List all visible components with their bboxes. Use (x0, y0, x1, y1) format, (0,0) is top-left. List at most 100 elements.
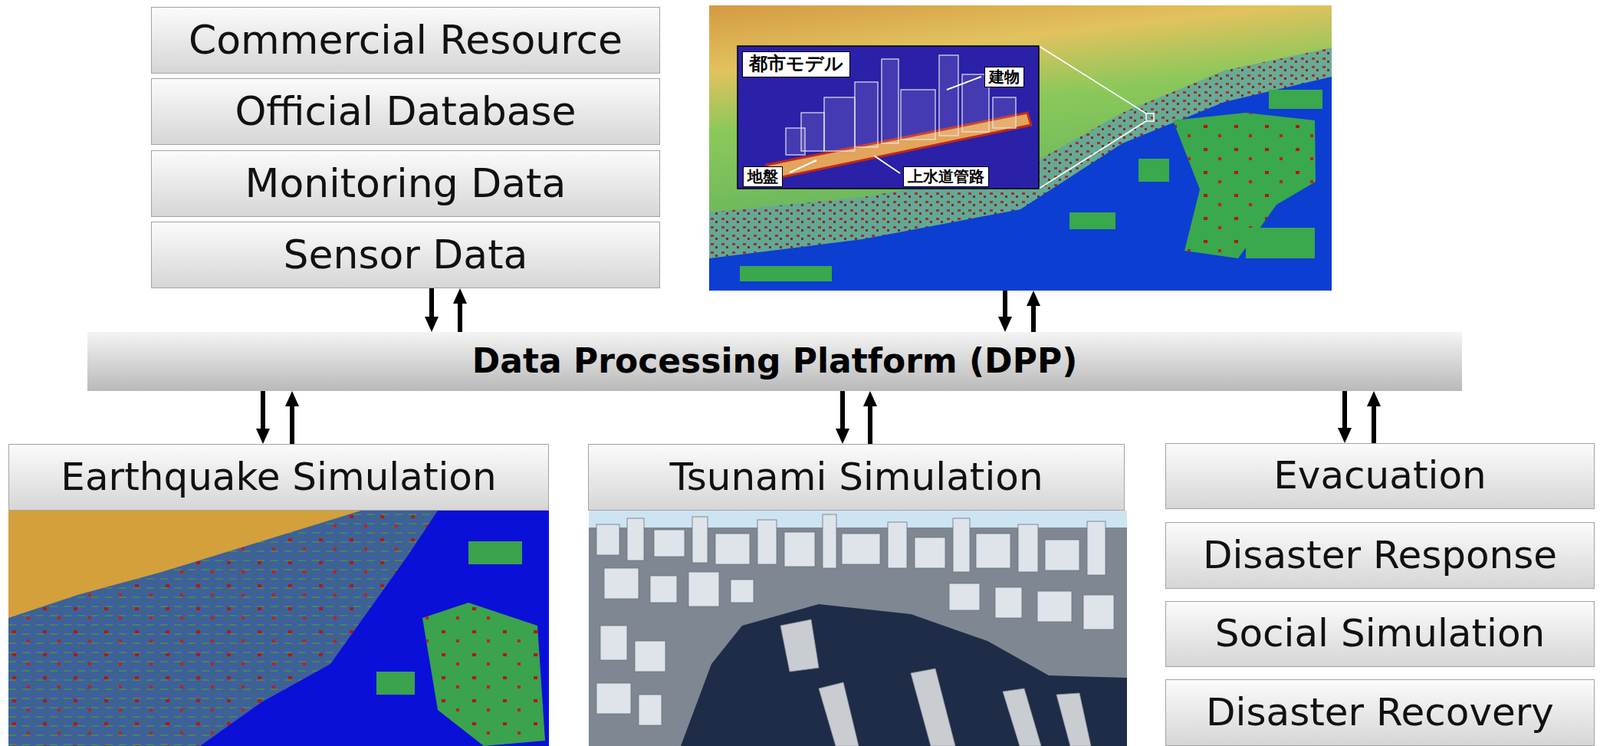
source-box: Sensor Data (151, 221, 661, 289)
earthquake-map-part (468, 541, 523, 565)
terrain-map-part (946, 76, 982, 90)
terrain-map-part (873, 155, 901, 174)
terrain-map-part-part (881, 59, 899, 144)
tsunami-city-part (680, 604, 1127, 746)
tsunami-city-part-part (1083, 594, 1114, 630)
tsunami-city-part-part (596, 524, 620, 556)
earthquake-map-part (422, 602, 546, 746)
terrain-map-part (739, 266, 832, 282)
tsunami-city-part-part (887, 522, 907, 569)
connector-arrow (1342, 390, 1348, 429)
map-label: 都市モデル (742, 51, 851, 78)
terrain-map-part (1268, 89, 1323, 109)
tsunami-city-part-part (627, 518, 644, 561)
terrain-map-part-part (992, 97, 1016, 129)
simulation-box: Earthquake Simulation (8, 443, 549, 511)
tsunami-city (588, 510, 1127, 746)
tsunami-city-part-part (715, 533, 750, 565)
application-box: Social Simulation (1165, 601, 1595, 667)
connector-arrow (1031, 305, 1036, 332)
earthquake-map-part (8, 510, 549, 746)
tsunami-city-part-part (784, 532, 815, 567)
tsunami-city-part-part (949, 583, 980, 611)
box-label: Monitoring Data (245, 160, 567, 207)
source-box: Monitoring Data (151, 150, 661, 217)
tsunami-city-part-part (638, 694, 662, 726)
map-label: 地盤 (742, 166, 783, 188)
terrain-map-part-part (785, 128, 805, 155)
tsunami-city-part-part (1044, 539, 1080, 571)
tsunami-city-part-part (604, 568, 639, 599)
box-label: Social Simulation (1215, 611, 1545, 657)
tsunami-city-part-part (596, 683, 631, 714)
connector-arrow (457, 302, 463, 332)
tsunami-city-part-part (1087, 521, 1106, 575)
connector-arrow (429, 288, 434, 318)
terrain-map-part (1245, 227, 1315, 259)
earthquake-map-part (422, 602, 546, 746)
terrain-map-part (1038, 45, 1147, 114)
platform-title: Data Processing Platform (DPP) (472, 341, 1078, 382)
terrain-map-part (737, 45, 1039, 189)
box-label: Disaster Response (1202, 533, 1558, 579)
application-box: Disaster Recovery (1165, 679, 1595, 746)
terrain-map-part (1172, 112, 1316, 259)
tsunami-city-part (780, 619, 1091, 746)
simulation-box: Tsunami Simulation (588, 443, 1125, 511)
tsunami-city-part-part (995, 587, 1022, 618)
tsunami-city-part (588, 510, 1127, 528)
source-box: Official Database (151, 78, 661, 145)
tsunami-city-part-part (914, 537, 946, 569)
tsunami-city-part-part (688, 571, 720, 607)
tsunami-city-part-part (1002, 688, 1042, 746)
terrain-map-part (1038, 121, 1147, 189)
terrain-map-part (1138, 158, 1170, 182)
terrain-map-part (1069, 212, 1116, 230)
tsunami-city-part-part (634, 640, 666, 672)
connector-arrow (1371, 405, 1377, 444)
box-label: Earthquake Simulation (60, 455, 497, 500)
tsunami-city-part-part (780, 619, 819, 672)
connector-arrow (840, 390, 845, 430)
tsunami-city-part-part (818, 682, 859, 746)
tsunami-city-part-part (1018, 524, 1039, 572)
tsunami-city-part-part (653, 529, 685, 557)
terrain-map-part (709, 5, 1332, 291)
box-label: Commercial Resource (188, 17, 623, 64)
application-box: Evacuation (1165, 443, 1595, 510)
earthquake-map-part (376, 671, 415, 695)
terrain-map-part (1146, 113, 1154, 122)
tsunami-city-part-part (822, 514, 837, 569)
city-model-map: 都市モデル建物地盤 上水道管路 (709, 5, 1332, 291)
earthquake-map-part (8, 510, 362, 618)
platform-band: Data Processing Platform (DPP) (87, 331, 1463, 391)
tsunami-city-part-part (692, 516, 708, 563)
map-label: 上水道管路 (903, 166, 989, 188)
tsunami-city-part (588, 510, 1127, 746)
terrain-map-part-part (900, 89, 936, 140)
box-label: Official Database (234, 88, 576, 135)
terrain-map-part-part (824, 97, 855, 152)
box-label: Evacuation (1273, 453, 1486, 499)
tsunami-city-part-part (975, 533, 1011, 569)
box-label: Tsunami Simulation (669, 455, 1043, 500)
connector-arrow (289, 405, 295, 444)
tsunami-city-part-part (952, 518, 970, 572)
application-box: Disaster Response (1165, 522, 1595, 589)
terrain-map-part (1172, 112, 1316, 259)
earthquake-map-part (8, 510, 549, 746)
tsunami-city-part-part (1037, 591, 1072, 622)
tsunami-city-part-part (841, 533, 881, 565)
terrain-map-part (789, 160, 817, 173)
terrain-map (709, 5, 1332, 291)
tsunami-city-part-part (910, 668, 956, 746)
connector-arrow (867, 405, 873, 444)
tsunami-city-part-part (1056, 693, 1091, 746)
box-label: Disaster Recovery (1205, 690, 1555, 736)
source-box: Commercial Resource (151, 6, 661, 74)
tsunami-city-part-part (757, 519, 777, 565)
earthquake-map (8, 510, 549, 746)
map-label: 建物 (984, 66, 1025, 88)
earthquake-map-part (200, 510, 549, 746)
